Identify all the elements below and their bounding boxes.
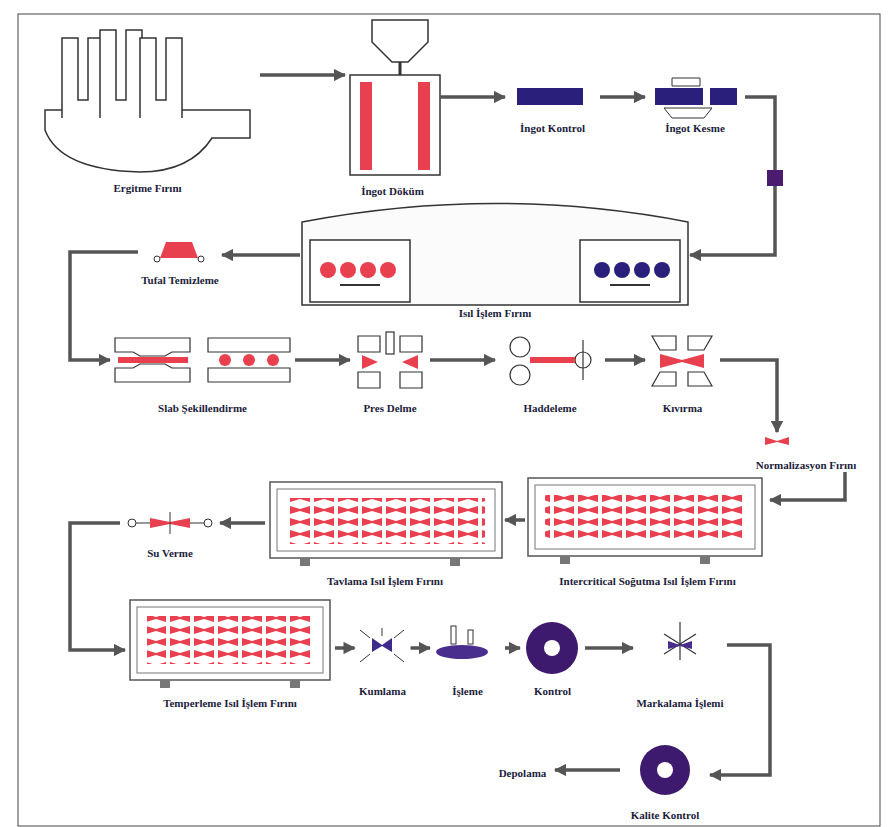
- flow-arrow: [710, 645, 770, 775]
- step-label: Isıl İşlem Fırını: [457, 307, 534, 320]
- step-label: Markalama İşlemi: [634, 697, 725, 710]
- step-label: Tavlama Isıl İşlem Fırını: [325, 575, 445, 588]
- process-step: Tavlama Isıl İşlem Fırını: [265, 475, 505, 588]
- process-step: Su Verme: [120, 510, 220, 560]
- flow-arrow: [70, 252, 138, 360]
- process-step: İngot Döküm: [345, 18, 440, 198]
- step-label: Ergitme Fırını: [111, 182, 183, 195]
- flow-arrow: [555, 768, 620, 772]
- step-label: İngot Kesme: [663, 122, 727, 135]
- process-step: Temperleme Isıl İşlem Fırını: [125, 595, 335, 710]
- step-label: Intercritical Soğutma Isıl İşlem Fırını: [557, 575, 737, 588]
- process-step: Isıl İşlem Fırını: [300, 200, 690, 320]
- flow-arrow: [770, 472, 845, 500]
- step-label: Depolama: [497, 767, 549, 780]
- flow-arrow: [222, 253, 300, 257]
- flow-arrow: [505, 646, 520, 650]
- step-label: Normalizasyon Fırını: [754, 459, 859, 472]
- flow-arrow: [690, 97, 775, 255]
- process-step: İşleme: [430, 620, 505, 698]
- step-label: Kontrol: [532, 685, 573, 698]
- process-step: Kalite Kontrol: [620, 742, 710, 822]
- process-step: İngot Kontrol: [505, 80, 600, 135]
- flow-arrow: [411, 646, 431, 650]
- step-label: İşleme: [450, 685, 485, 698]
- flow-arrow: [605, 358, 645, 362]
- flow-arrow: [720, 360, 777, 432]
- process-step: Kıvırma: [645, 330, 720, 415]
- process-step: Markalama İşlemi: [633, 615, 727, 710]
- process-step: Slab Şekillendirme: [110, 332, 295, 415]
- step-label: İngot Kontrol: [518, 122, 587, 135]
- process-step: Ergitme Fırını: [35, 25, 260, 195]
- process-step: Normalizasyon Fırını: [745, 432, 867, 472]
- step-label: İngot Döküm: [359, 185, 426, 198]
- flow-arrow: [335, 646, 355, 650]
- process-step: Tufal Temizleme: [138, 235, 222, 287]
- flow-arrow: [600, 95, 645, 99]
- step-label: Temperleme Isıl İşlem Fırını: [161, 697, 299, 710]
- process-step: İngot Kesme: [645, 75, 745, 135]
- flow-arrow: [260, 73, 345, 77]
- flow-arrow: [70, 523, 125, 650]
- process-step: Intercritical Soğutma Isıl İşlem Fırını: [525, 470, 770, 588]
- step-label: Haddeleme: [521, 402, 578, 415]
- flow-arrow: [430, 358, 495, 362]
- process-step: Kontrol: [520, 618, 585, 698]
- flow-arrow: [295, 358, 350, 362]
- step-label: Tufal Temizleme: [139, 274, 221, 287]
- step-label: Slab Şekillendirme: [156, 402, 249, 415]
- step-label: Su Verme: [145, 547, 195, 560]
- flow-arrow: [505, 518, 525, 522]
- process-step: Depolama: [490, 760, 555, 780]
- flow-arrow: [585, 646, 633, 650]
- flow-arrow: [440, 95, 505, 99]
- process-step: Kumlama: [355, 625, 411, 698]
- ingot-piece: [767, 170, 783, 186]
- flow-arrow: [220, 521, 265, 525]
- step-label: Kumlama: [357, 685, 408, 698]
- step-label: Kalite Kontrol: [629, 809, 702, 822]
- step-label: Pres Delme: [361, 402, 418, 415]
- process-step: Haddeleme: [495, 330, 605, 415]
- step-label: Kıvırma: [661, 402, 705, 415]
- process-step: Pres Delme: [350, 328, 430, 415]
